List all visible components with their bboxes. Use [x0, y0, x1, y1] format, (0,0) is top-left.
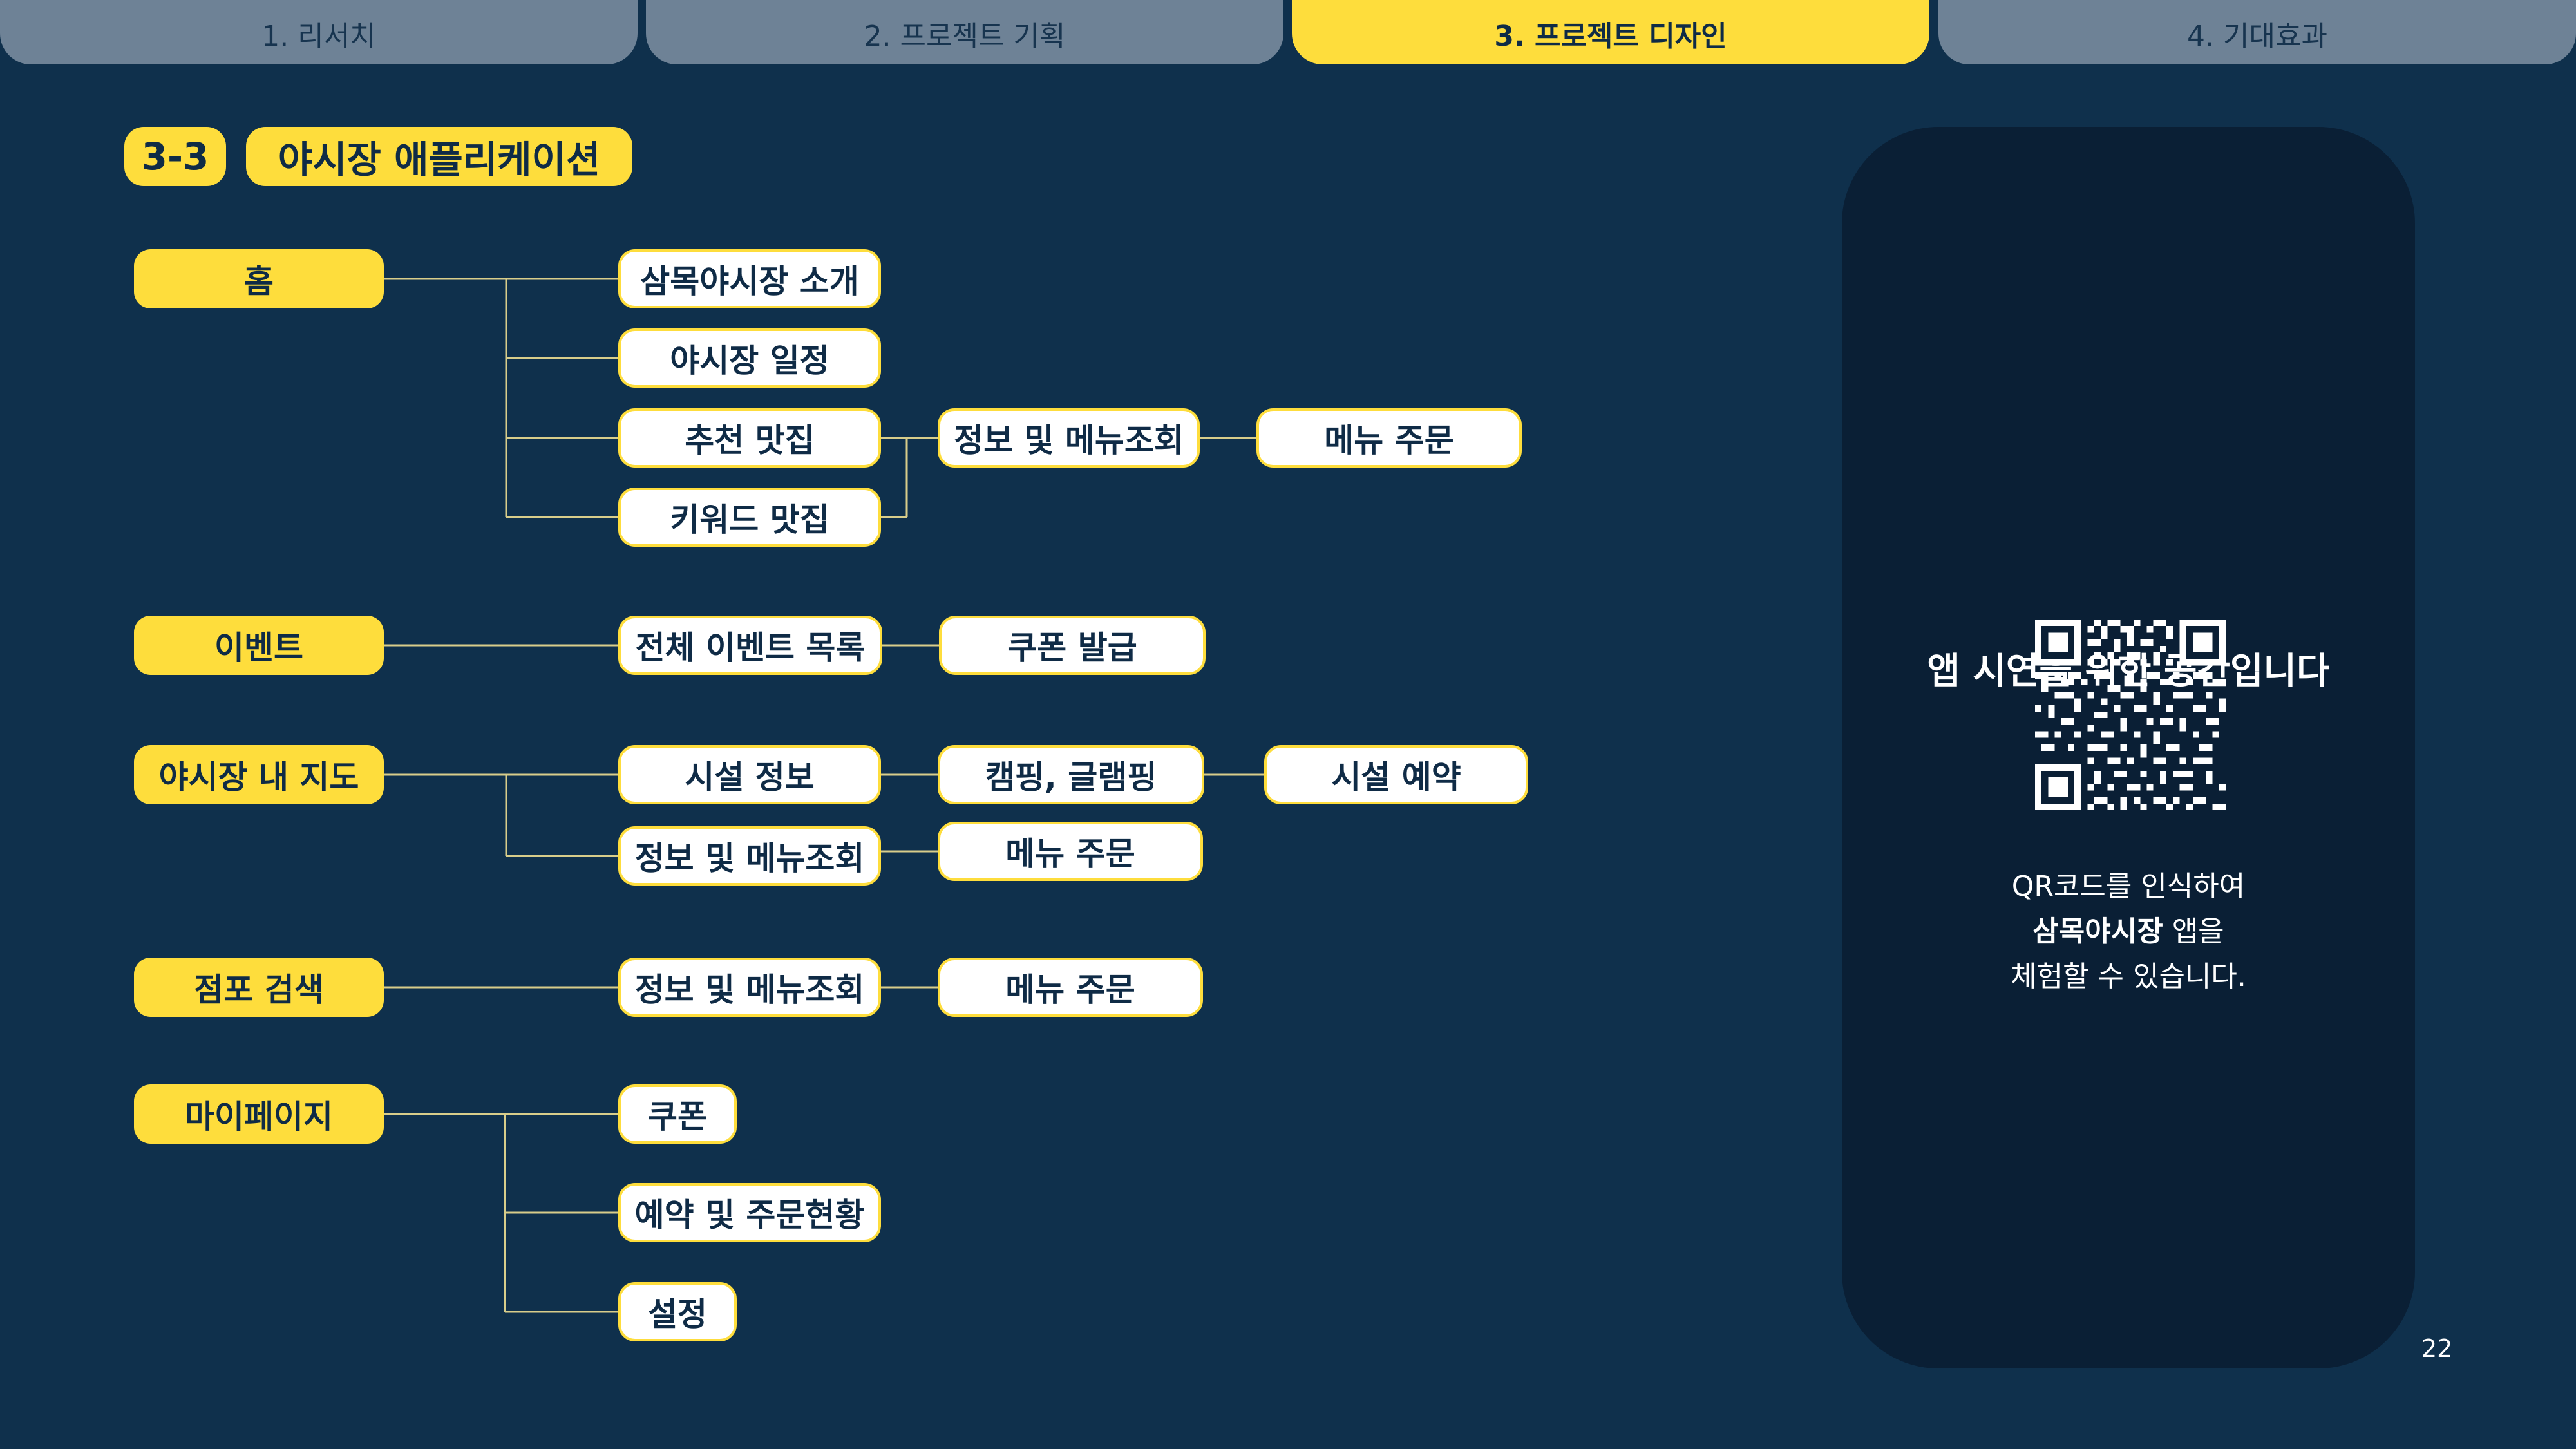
- node-all-events[interactable]: 전체 이벤트 목록: [618, 616, 882, 675]
- node-coupon-issue[interactable]: 쿠폰 발급: [939, 616, 1206, 675]
- demo-panel-caption: QR코드를 인식하여 삼목야시장 앱을 체험할 수 있습니다.: [1842, 864, 2415, 999]
- caption-line-3: 체험할 수 있습니다.: [2011, 960, 2246, 993]
- node-info-menu-lookup[interactable]: 정보 및 메뉴조회: [938, 408, 1200, 468]
- category-mypage[interactable]: 마이페이지: [134, 1084, 384, 1144]
- node-menu-order[interactable]: 메뉴 주문: [938, 822, 1203, 881]
- node-info-menu-lookup[interactable]: 정보 및 메뉴조회: [618, 958, 881, 1017]
- app-demo-panel: 앱 시연을 위한 공간입니다: [1842, 127, 2415, 1368]
- category-store-search[interactable]: 점포 검색: [134, 958, 384, 1017]
- category-market-map[interactable]: 야시장 내 지도: [134, 745, 384, 804]
- node-camping-glamping[interactable]: 캠핑, 글램핑: [938, 745, 1204, 804]
- node-menu-order[interactable]: 메뉴 주문: [1256, 408, 1522, 468]
- node-facility-reservation[interactable]: 시설 예약: [1264, 745, 1528, 804]
- node-reservation-order-status[interactable]: 예약 및 주문현황: [618, 1183, 881, 1242]
- node-keyword-restaurants[interactable]: 키워드 맛집: [618, 488, 881, 547]
- node-facility-info[interactable]: 시설 정보: [618, 745, 881, 804]
- page-number: 22: [2421, 1334, 2453, 1363]
- node-menu-order[interactable]: 메뉴 주문: [938, 958, 1203, 1017]
- category-home[interactable]: 홈: [134, 249, 384, 308]
- node-coupon[interactable]: 쿠폰: [618, 1084, 737, 1144]
- qr-code-icon[interactable]: [2035, 620, 2226, 810]
- caption-line-2: 삼목야시장 앱을: [1842, 909, 2415, 954]
- tab-project-design[interactable]: 3. 프로젝트 디자인: [1292, 0, 1929, 64]
- section-title: 야시장 애플리케이션: [246, 127, 632, 186]
- node-market-schedule[interactable]: 야시장 일정: [618, 328, 881, 388]
- tab-expected-effects[interactable]: 4. 기대효과: [1938, 0, 2576, 64]
- node-info-menu-lookup[interactable]: 정보 및 메뉴조회: [618, 826, 881, 886]
- app-name: 삼목야시장: [2032, 915, 2163, 948]
- caption-line-1: QR코드를 인식하여: [2011, 870, 2246, 903]
- tab-project-planning[interactable]: 2. 프로젝트 기획: [646, 0, 1283, 64]
- section-number: 3-3: [124, 127, 226, 186]
- tab-research[interactable]: 1. 리서치: [0, 0, 638, 64]
- caption-line-2-rest: 앱을: [2163, 915, 2224, 948]
- node-settings[interactable]: 설정: [618, 1282, 737, 1341]
- node-market-intro[interactable]: 삼목야시장 소개: [618, 249, 881, 308]
- node-recommended-restaurants[interactable]: 추천 맛집: [618, 408, 881, 468]
- category-event[interactable]: 이벤트: [134, 616, 384, 675]
